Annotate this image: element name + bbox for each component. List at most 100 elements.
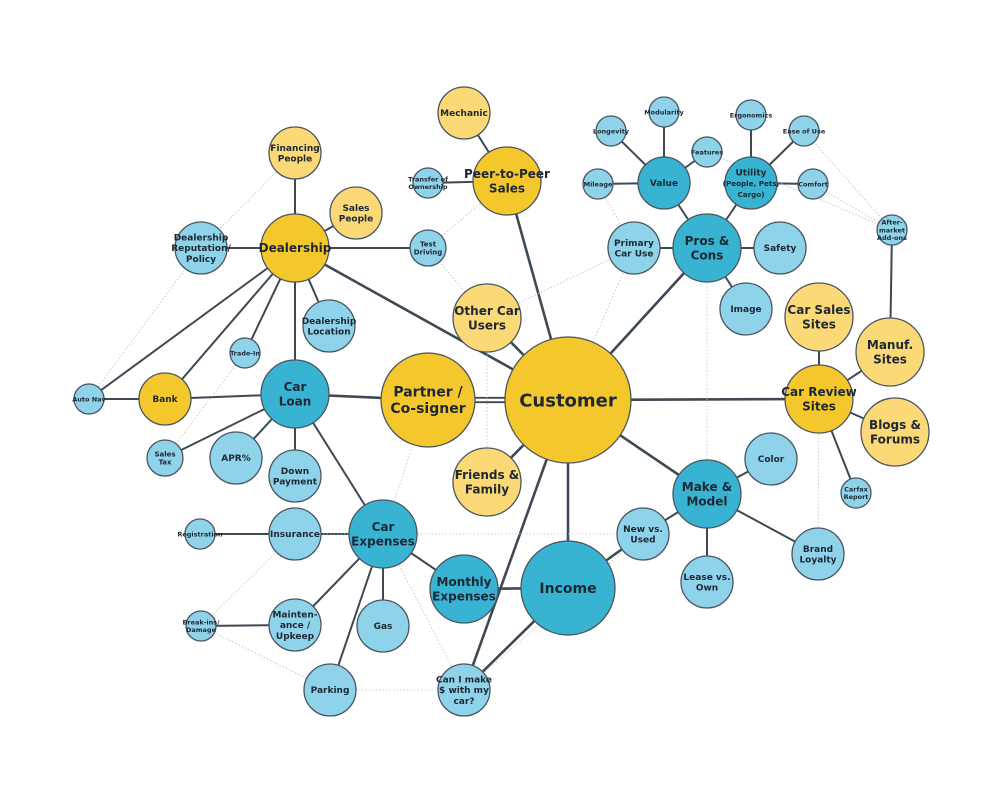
node-label-registration: Registration [177, 530, 223, 538]
node-label-insurance: Insurance [270, 530, 320, 540]
node-label-makemodel: Model [686, 494, 727, 508]
edge-partner-carexpenses [382, 399, 429, 535]
node-utility: Utility(People, Pets,Cargo) [723, 156, 779, 210]
node-label-aftermarket: market [879, 226, 905, 234]
node-label-breakins: Damage [186, 626, 217, 634]
node-image: Image [719, 282, 773, 336]
node-ergonomics: Ergonomics [730, 99, 773, 131]
node-circle-downpay [268, 449, 322, 503]
node-label-salestax: Sales [154, 450, 175, 458]
node-breakins: Break-ins/Damage [182, 610, 220, 642]
node-bank: Bank [138, 372, 192, 426]
node-circle-newused [616, 507, 670, 561]
node-label-maintenance: Mainten- [272, 611, 317, 621]
node-label-carsales: Sites [802, 317, 836, 331]
node-circle-easeofuse [788, 115, 820, 147]
node-label-canimake: $ with my [439, 686, 489, 696]
node-maintenance: Mainten-ance /Upkeep [268, 598, 322, 652]
node-circle-parking [303, 663, 357, 717]
node-label-tradein: Trade-In [230, 349, 260, 357]
node-circle-carloan [260, 359, 330, 429]
node-label-prosandcons: Cons [691, 248, 724, 262]
node-label-carexpenses: Car [372, 520, 395, 534]
node-label-value: Value [650, 179, 678, 189]
node-circle-financing [268, 126, 322, 180]
node-label-autonav: Auto Nav [72, 395, 106, 403]
edge-dealership-autonav [88, 247, 296, 400]
node-circle-tradein [229, 337, 261, 369]
node-circle-aftermarket [876, 214, 908, 246]
node-modularity: Modularity [644, 96, 685, 128]
node-label-breakins: Break-ins/ [182, 618, 220, 626]
node-label-canimake: car? [453, 697, 474, 707]
node-circle-image [719, 282, 773, 336]
node-circle-primarycar [607, 221, 661, 275]
node-label-salestax: Tax [158, 459, 172, 467]
node-label-brandloyalty: Loyalty [799, 555, 836, 565]
edge-easeofuse-aftermarket [803, 130, 893, 231]
node-circle-canimake [437, 663, 491, 717]
node-circle-insurance [268, 507, 322, 561]
node-label-peer: Sales [489, 181, 525, 195]
node-label-manuf: Sites [873, 352, 907, 366]
node-tradein: Trade-In [229, 337, 261, 369]
edge-salestax-tradein [164, 352, 246, 459]
node-circle-blogs [860, 397, 930, 467]
node-circle-breakins [185, 610, 217, 642]
node-label-brandloyalty: Brand [803, 545, 833, 555]
node-circle-carreview [784, 364, 854, 434]
node-circle-salespeople [329, 186, 383, 240]
node-dealership: Dealership [259, 213, 332, 283]
node-safety: Safety [753, 221, 807, 275]
node-mechanic: Mechanic [437, 86, 491, 140]
node-circle-salestax [146, 439, 184, 477]
node-circle-utility [724, 156, 778, 210]
node-label-financing: People [278, 154, 313, 164]
node-label-dealloc: Location [307, 327, 350, 337]
node-circle-gas [356, 599, 410, 653]
node-circle-carexpenses [348, 499, 418, 569]
node-label-dealloc: Dealership [302, 317, 357, 327]
node-autonav: Auto Nav [72, 383, 107, 415]
node-circle-ergonomics [735, 99, 767, 131]
node-label-carloan: Loan [279, 394, 312, 408]
node-circle-autonav [73, 383, 105, 415]
node-label-leaseown: Own [696, 583, 718, 593]
node-easeofuse: Ease of Use [783, 115, 826, 147]
node-label-financing: Financing [270, 144, 319, 154]
node-circle-value [637, 156, 691, 210]
node-customer: Customer [504, 336, 632, 464]
node-label-color: Color [758, 455, 785, 465]
node-circle-brandloyalty [791, 527, 845, 581]
node-circle-modularity [648, 96, 680, 128]
node-label-features: Features [691, 148, 723, 156]
node-label-leaseown: Lease vs. [683, 573, 730, 583]
node-circle-safety [753, 221, 807, 275]
node-label-blogs: Blogs & [869, 418, 921, 432]
node-label-aftermarket: After- [881, 219, 903, 227]
node-makemodel: Make &Model [672, 459, 742, 529]
node-circle-dealrep [174, 221, 228, 275]
node-label-customer: Customer [519, 390, 617, 411]
node-circle-apr [209, 431, 263, 485]
node-label-mileage: Mileage [584, 180, 613, 188]
node-newused: New vs.Used [616, 507, 670, 561]
node-circle-comfort [797, 168, 829, 200]
node-label-ergonomics: Ergonomics [730, 111, 773, 119]
node-label-monthly: Monthly [437, 575, 492, 589]
node-circle-customer [504, 336, 632, 464]
node-label-income: Income [539, 581, 596, 597]
node-circle-dealloc [302, 299, 356, 353]
node-label-canimake: Can I make [436, 676, 492, 686]
node-label-gas: Gas [374, 622, 393, 632]
